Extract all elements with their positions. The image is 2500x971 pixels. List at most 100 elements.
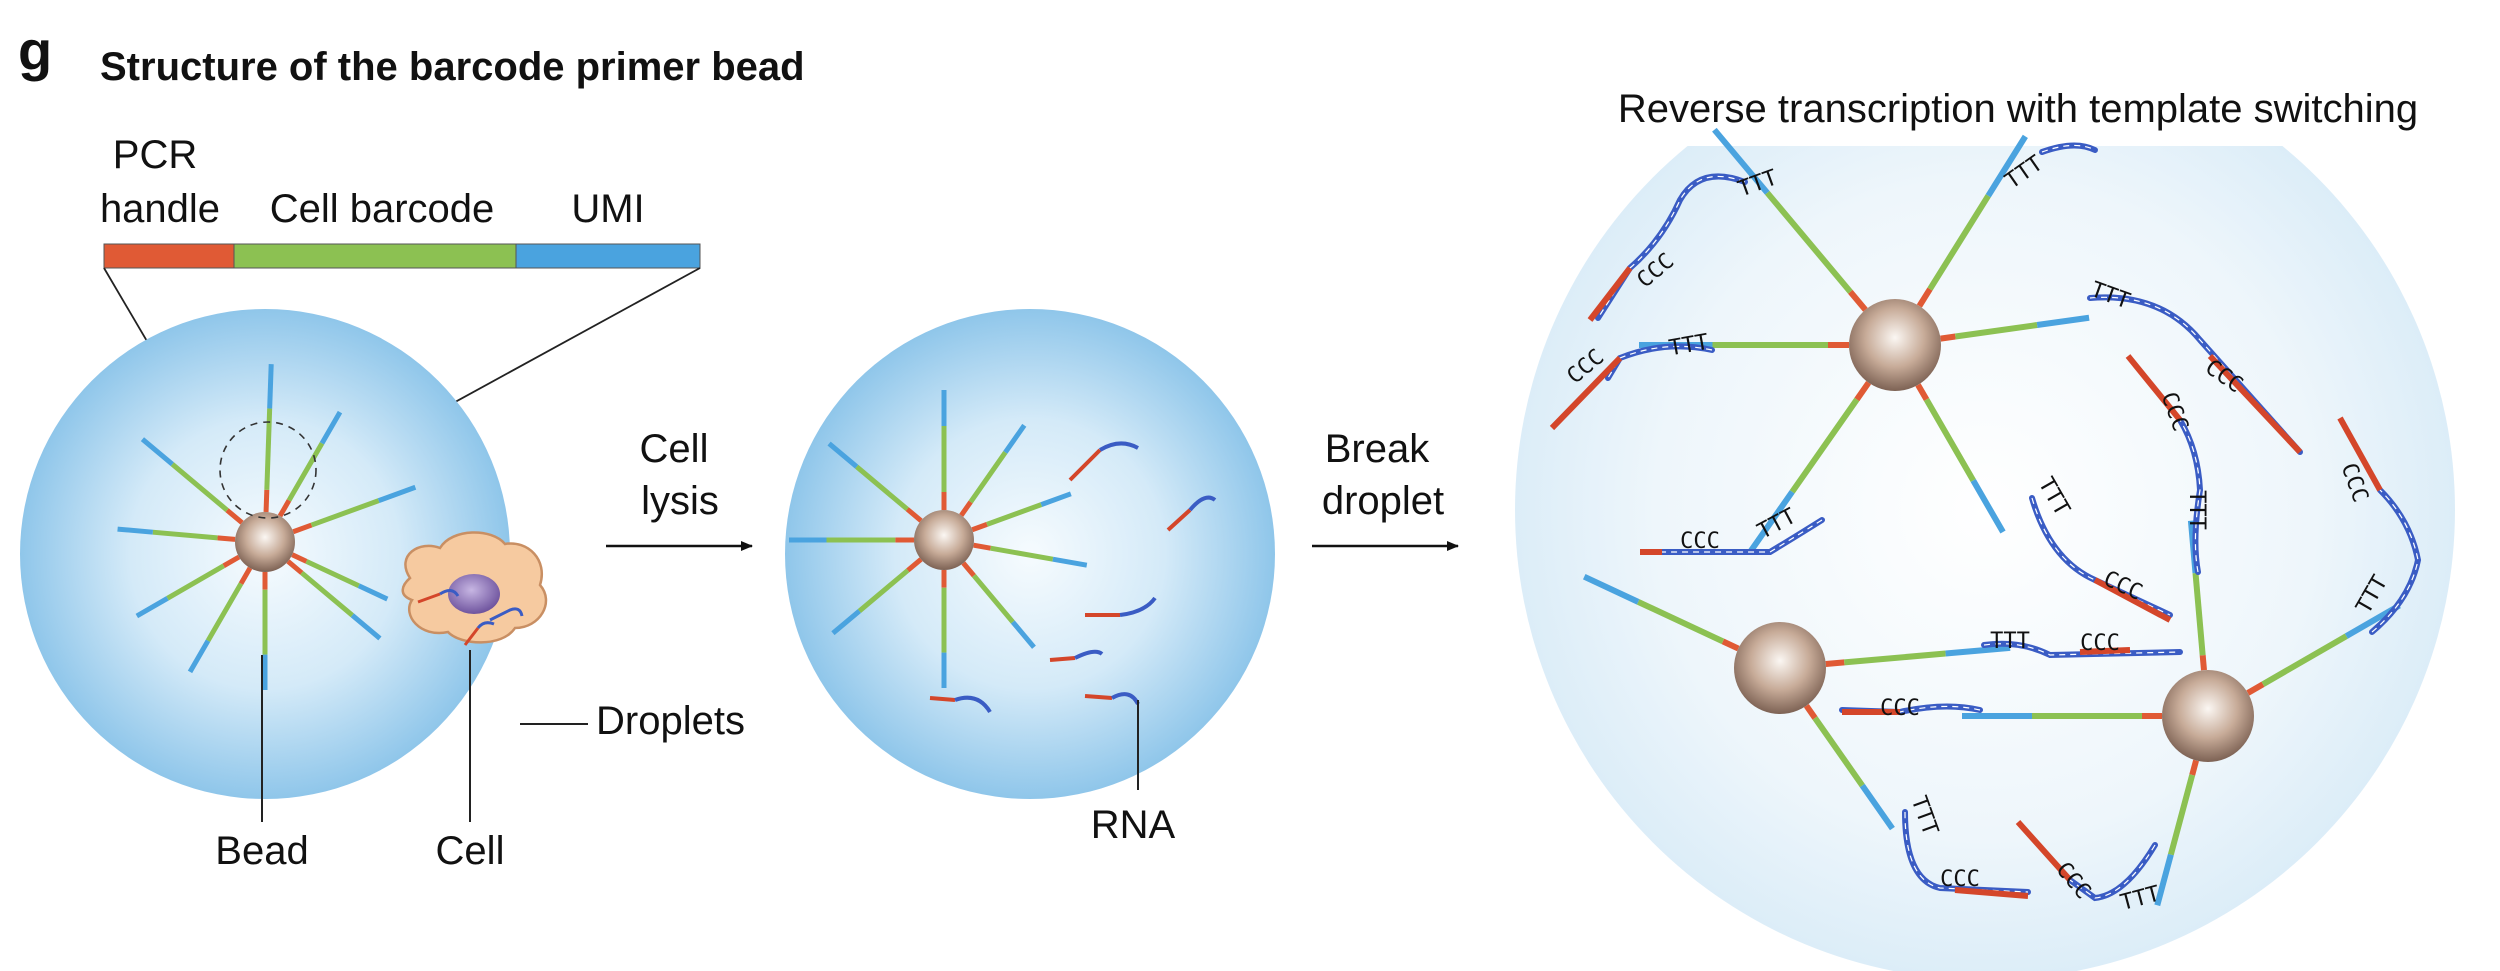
rt-beadC-primer-0-pcr [2199, 654, 2207, 671]
droplets-label: Droplets [596, 699, 745, 743]
barcode-structure: PCR handle Cell barcode UMI [100, 133, 701, 489]
pcr-handle-segment [103, 243, 235, 269]
rt-beadA-primer-1-pcr [1848, 289, 1868, 312]
cell-rna-1 [417, 592, 441, 604]
free-rna-red-1 [1166, 508, 1192, 532]
rt-bead-1 [1734, 622, 1826, 714]
rt-title: Reverse transcription with template swit… [1618, 87, 2418, 131]
cell-rna-1b [439, 589, 460, 597]
rt-strand-g-template [2079, 647, 2131, 655]
umi-segment [515, 243, 701, 269]
rt-bead-2 [2162, 670, 2254, 762]
free-rna-blue-2 [1119, 596, 1157, 617]
bead1-primer-2-umi [377, 484, 417, 503]
break-droplet-line2: droplet [1322, 479, 1444, 523]
rt-ccc-7: CCC [2080, 631, 2120, 656]
bead1-primer-9-barcode [170, 462, 229, 513]
free-rna-red-3 [1049, 656, 1076, 662]
cell-lysis-line1: Cell [640, 427, 709, 471]
rt-strand-b-template [1549, 355, 1623, 431]
rt-beadA-primer-5-umi [2036, 314, 2090, 328]
bead2-primer-8-pcr [905, 507, 923, 523]
bead-label: Bead [215, 829, 308, 873]
free-rna-blue-5 [1111, 692, 1140, 705]
bead1-primer-9-umi [140, 437, 174, 467]
rt-beadA-primer-3-umi [1970, 479, 2006, 534]
bead1-primer-4-umi [350, 613, 382, 641]
rt-beadA-primer-0-umi [1985, 134, 2028, 198]
reverse-transcription-panel: Reverse transcription with template swit… [1515, 20, 2500, 971]
bead2-primer-3-pcr [973, 542, 991, 551]
rt-beadA-primer-0-pcr [1916, 287, 1933, 308]
rt-beadC-primer-0-barcode [2192, 572, 2206, 656]
rt-beadC-primer-3-pcr [2189, 759, 2199, 776]
rt-ccc-9: CCC [1940, 867, 1980, 892]
rt-bead-0 [1849, 299, 1941, 391]
bead1-primer-2-barcode [310, 498, 380, 528]
bead-2 [914, 510, 974, 570]
free-rna-blue-3 [1074, 649, 1104, 660]
bead2-primer-6-umi [831, 609, 861, 636]
bead1-primer-3-pcr [291, 552, 308, 564]
rt-ttt-7: TTT [1990, 629, 2030, 654]
cell-lysis-line2: lysis [641, 479, 719, 523]
bead1-primer-6-barcode [205, 582, 244, 642]
panel-letter: g [18, 19, 52, 82]
rt-beadC-primer-3-barcode [2167, 774, 2196, 856]
rt-strand-h-cdna [1841, 705, 1981, 713]
bead2-primer-8-barcode [855, 464, 909, 512]
rt-ccc-3: CCC [1680, 529, 1720, 554]
rt-beadB-primer-1-pcr [1825, 659, 1845, 667]
rt-strand-c-cdna [1662, 519, 1823, 553]
zoom-circle [219, 421, 317, 519]
bead2-primer-4-barcode [971, 574, 1015, 624]
rt-beadB-primer-2-umi [1859, 783, 1895, 831]
rna-label: RNA [1091, 803, 1176, 847]
bead2-primer-1-umi [1003, 423, 1027, 454]
rt-beadB-primer-0-umi [1582, 573, 1640, 605]
bead1-primer-8-barcode [152, 529, 218, 541]
rt-strand-i-template [1954, 887, 2029, 899]
rt-beadB-primer-0-barcode [1636, 599, 1725, 645]
rt-strand-i-cdna [1904, 811, 2029, 893]
bead1-primer-0-umi [267, 364, 274, 409]
rt-beadA-primer-5-barcode [1954, 322, 2038, 340]
rt-beadB-primer-1-barcode [1843, 650, 1946, 666]
rt-strand-e-template [2207, 353, 2303, 455]
cell-barcode-label: Cell barcode [270, 187, 495, 231]
bead2-primer-6-pcr [906, 557, 923, 573]
rt-beadB-primer-0-pcr [1721, 638, 1740, 652]
bead1-primer-0-pcr [263, 489, 270, 513]
pcr-handle-label-line1: PCR [113, 133, 197, 177]
cell-rna-2 [489, 607, 524, 622]
free-rna-blue-1 [1188, 495, 1217, 512]
rt-ccc-8: CCC [1880, 696, 1920, 721]
rt-beadB-primer-2-pcr [1803, 703, 1818, 720]
bead1-primer-6-pcr [238, 566, 253, 585]
bead1-primer-2-pcr [292, 522, 313, 535]
bead1-primer-4-pcr [286, 559, 304, 575]
rt-strand-j-cdna [2069, 844, 2156, 899]
rt-strand-b-cdna [1607, 345, 1713, 379]
bead1-primer-7-pcr [222, 554, 241, 569]
rt-strand-a-template [1587, 266, 1633, 322]
bead1-primer-6-umi [187, 639, 211, 674]
free-rna-red-5 [1084, 694, 1113, 700]
panel-title: Structure of the barcode primer bead [100, 45, 805, 89]
pcr-handle-label-line2: handle [100, 187, 220, 231]
rt-strand-j-template [2015, 819, 2073, 883]
title-backdrop [1540, 20, 2500, 146]
umi-label: UMI [571, 187, 644, 231]
rt-beadA-primer-3-barcode [1923, 398, 1976, 483]
droplet-lysed: RNA [785, 309, 1275, 847]
free-rna-red-4 [929, 696, 956, 702]
bead-1 [235, 512, 295, 572]
rt-beadC-primer-1-barcode [2261, 633, 2348, 687]
free-rna-red-0 [1068, 448, 1102, 482]
cell-rna-3 [463, 627, 480, 646]
bead2-primer-1-pcr [959, 500, 973, 517]
bead1-primer-8-umi [117, 526, 154, 535]
bead1-primer-3-umi [357, 583, 389, 602]
bead1-primer-0-barcode [264, 408, 273, 490]
step-break-droplet: Break droplet [1312, 427, 1459, 551]
